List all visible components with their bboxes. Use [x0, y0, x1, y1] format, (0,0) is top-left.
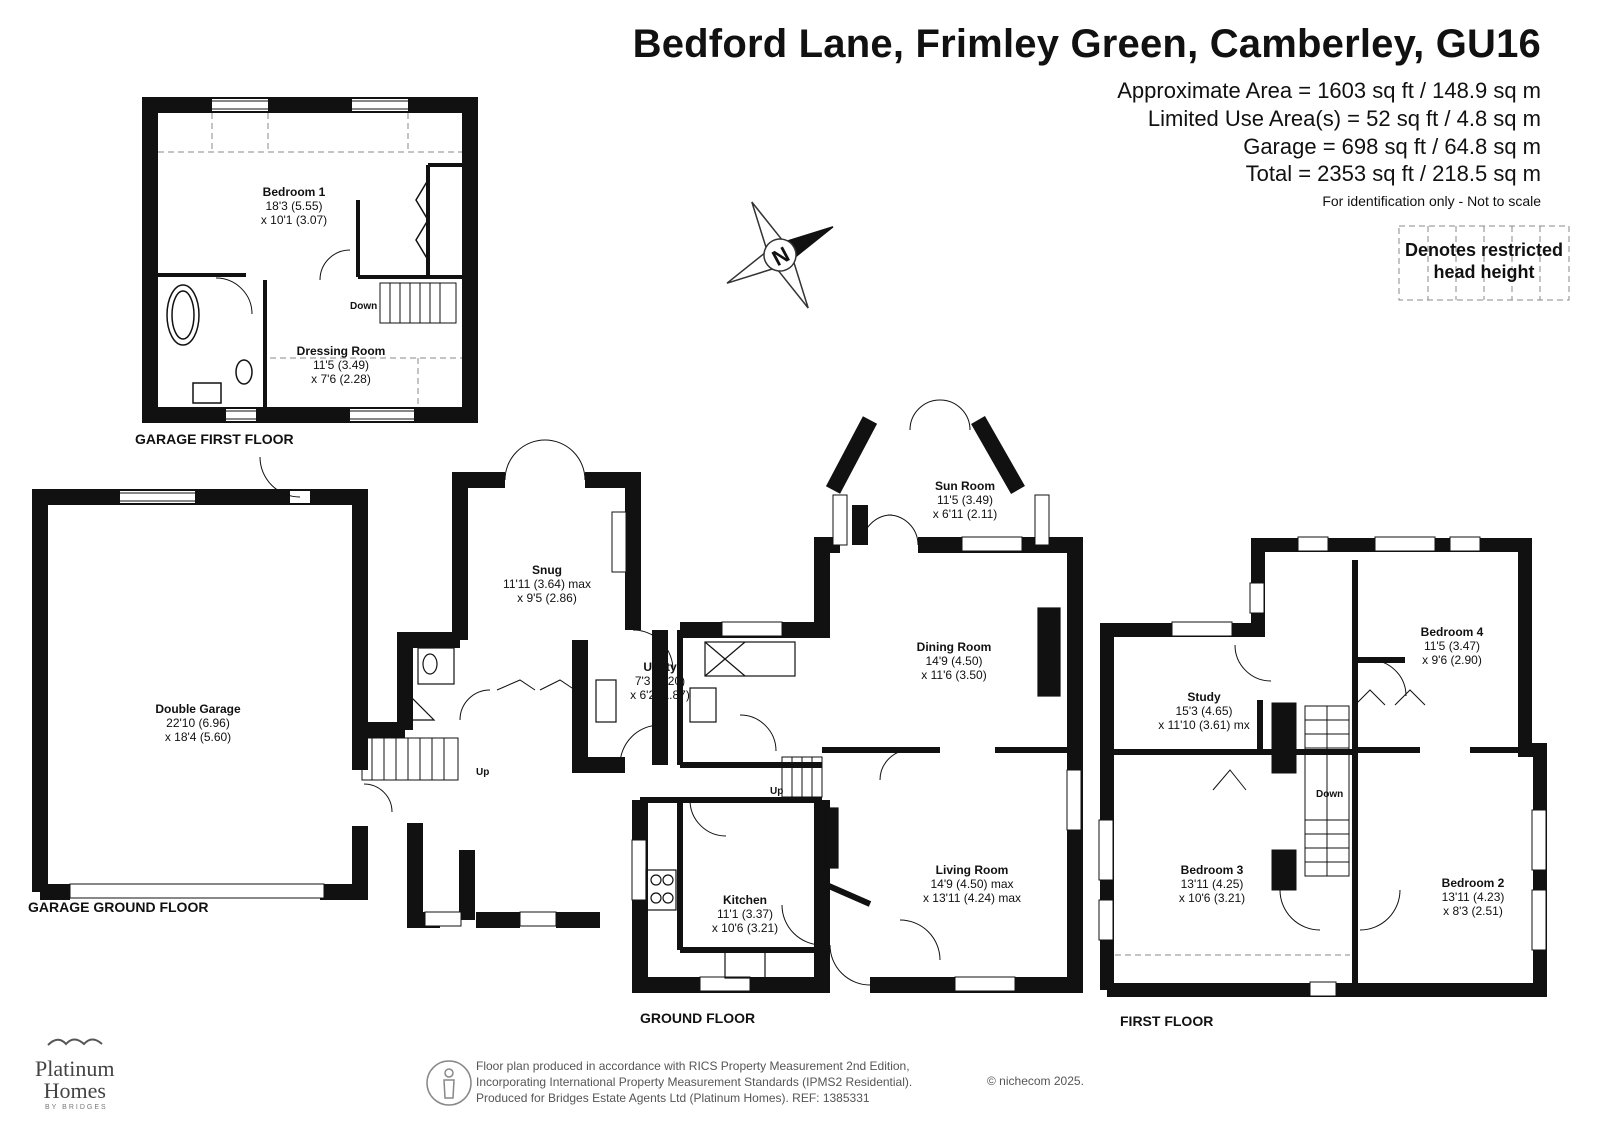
stairs-down-label-2: Down — [1316, 789, 1344, 800]
platinum-homes-logo: Platinum Homes — [35, 1058, 114, 1102]
restricted-height-legend-box — [1398, 225, 1570, 301]
logo-line-2: Homes — [43, 1078, 106, 1103]
floor-label-garage-first: GARAGE FIRST FLOOR — [135, 431, 294, 447]
property-title: Bedford Lane, Frimley Green, Camberley, … — [632, 22, 1541, 66]
floor-label-garage-ground: GARAGE GROUND FLOOR — [28, 899, 209, 915]
limited-use-area: Limited Use Area(s) = 52 sq ft / 4.8 sq … — [1147, 106, 1541, 131]
logo-line-1: Platinum — [35, 1056, 115, 1081]
stairs-up-label-2: Up — [770, 786, 784, 797]
north-compass-icon — [726, 201, 834, 309]
footer-notes: Floor plan produced in accordance with R… — [476, 1058, 912, 1106]
legend-line-2: head height — [1433, 262, 1535, 282]
logo-birds-icon — [47, 1038, 103, 1046]
legend-line-1: Denotes restricted — [1404, 240, 1564, 260]
copyright: © nichecom 2025. — [987, 1074, 1084, 1088]
identification-note: For identification only - Not to scale — [1322, 193, 1541, 209]
floor-label-ground: GROUND FLOOR — [640, 1010, 756, 1026]
footer-line-3: Produced for Bridges Estate Agents Ltd (… — [476, 1091, 870, 1105]
restricted-height-legend: Denotes restricted head height — [1399, 226, 1569, 300]
stairs-up-label: Up — [476, 767, 490, 778]
total-area: Total = 2353 sq ft / 218.5 sq m — [1245, 161, 1541, 186]
logo-tagline: BY BRIDGES — [45, 1104, 108, 1111]
stairs-down-label: Down — [350, 301, 378, 312]
person-outline-icon — [426, 1060, 472, 1106]
floor-label-first: FIRST FLOOR — [1120, 1013, 1214, 1029]
approximate-area: Approximate Area = 1603 sq ft / 148.9 sq… — [1117, 78, 1541, 103]
footer-line-1: Floor plan produced in accordance with R… — [476, 1059, 910, 1073]
garage-area: Garage = 698 sq ft / 64.8 sq m — [1243, 134, 1541, 159]
footer-line-2: Incorporating International Property Mea… — [476, 1075, 913, 1089]
